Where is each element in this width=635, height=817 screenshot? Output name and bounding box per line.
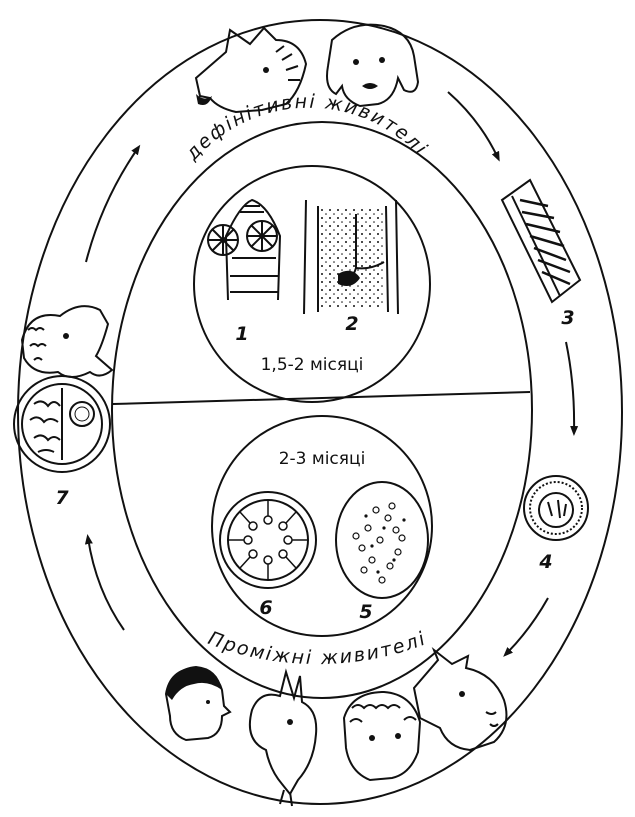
arrow-left-lower: [84, 534, 125, 631]
definitive-period: 1,5-2 місяці: [261, 355, 364, 375]
adult-stage-circle: 1 2 1,5-2 місяці: [193, 165, 431, 403]
arrow-left-upper: [85, 144, 141, 263]
egg-illustration: [523, 475, 589, 541]
stage-number-3: 3: [561, 307, 574, 329]
proglottid-illustration: [500, 178, 582, 304]
intestine-illustration: [303, 199, 399, 315]
stage-number-6: 6: [259, 597, 272, 619]
wolf-head-illustration: [194, 26, 308, 114]
larval-stage-circle: 2-3 місяці: [211, 415, 433, 637]
inner-ring: [111, 121, 533, 699]
goat-head-illustration: [248, 668, 318, 807]
human-head-illustration: [164, 666, 232, 742]
outer-ring: [17, 19, 623, 805]
sheep-host-stage7: [20, 305, 114, 378]
brain-cyst-illustration: [13, 375, 111, 473]
intermediate-period: 2-3 місяці: [279, 449, 366, 469]
oncosphere-tissue-illustration: [335, 481, 429, 599]
stage-number-7: 7: [55, 487, 69, 509]
arrow-right-lower: [503, 597, 549, 657]
hydatid-cyst-illustration: [219, 491, 317, 589]
arrow-top-right: [447, 91, 500, 162]
cow-head-illustration: [412, 646, 508, 752]
stage-number-4: 4: [538, 551, 552, 573]
dog-head-illustration: [326, 23, 420, 108]
stage-number-2: 2: [345, 313, 358, 335]
cycle-arrows: [84, 91, 579, 657]
divider-line: [112, 391, 531, 405]
stage-number-5: 5: [359, 601, 372, 623]
definitive-hosts-label: дефінітивні живителі: [181, 91, 433, 166]
sheep-head-illustration: [342, 690, 422, 782]
stage-number-1: 1: [235, 323, 248, 345]
scolex-illustration: [207, 198, 282, 301]
intermediate-hosts-label: Проміжні живителі: [205, 627, 430, 669]
arrow-right-upper: [565, 341, 579, 436]
